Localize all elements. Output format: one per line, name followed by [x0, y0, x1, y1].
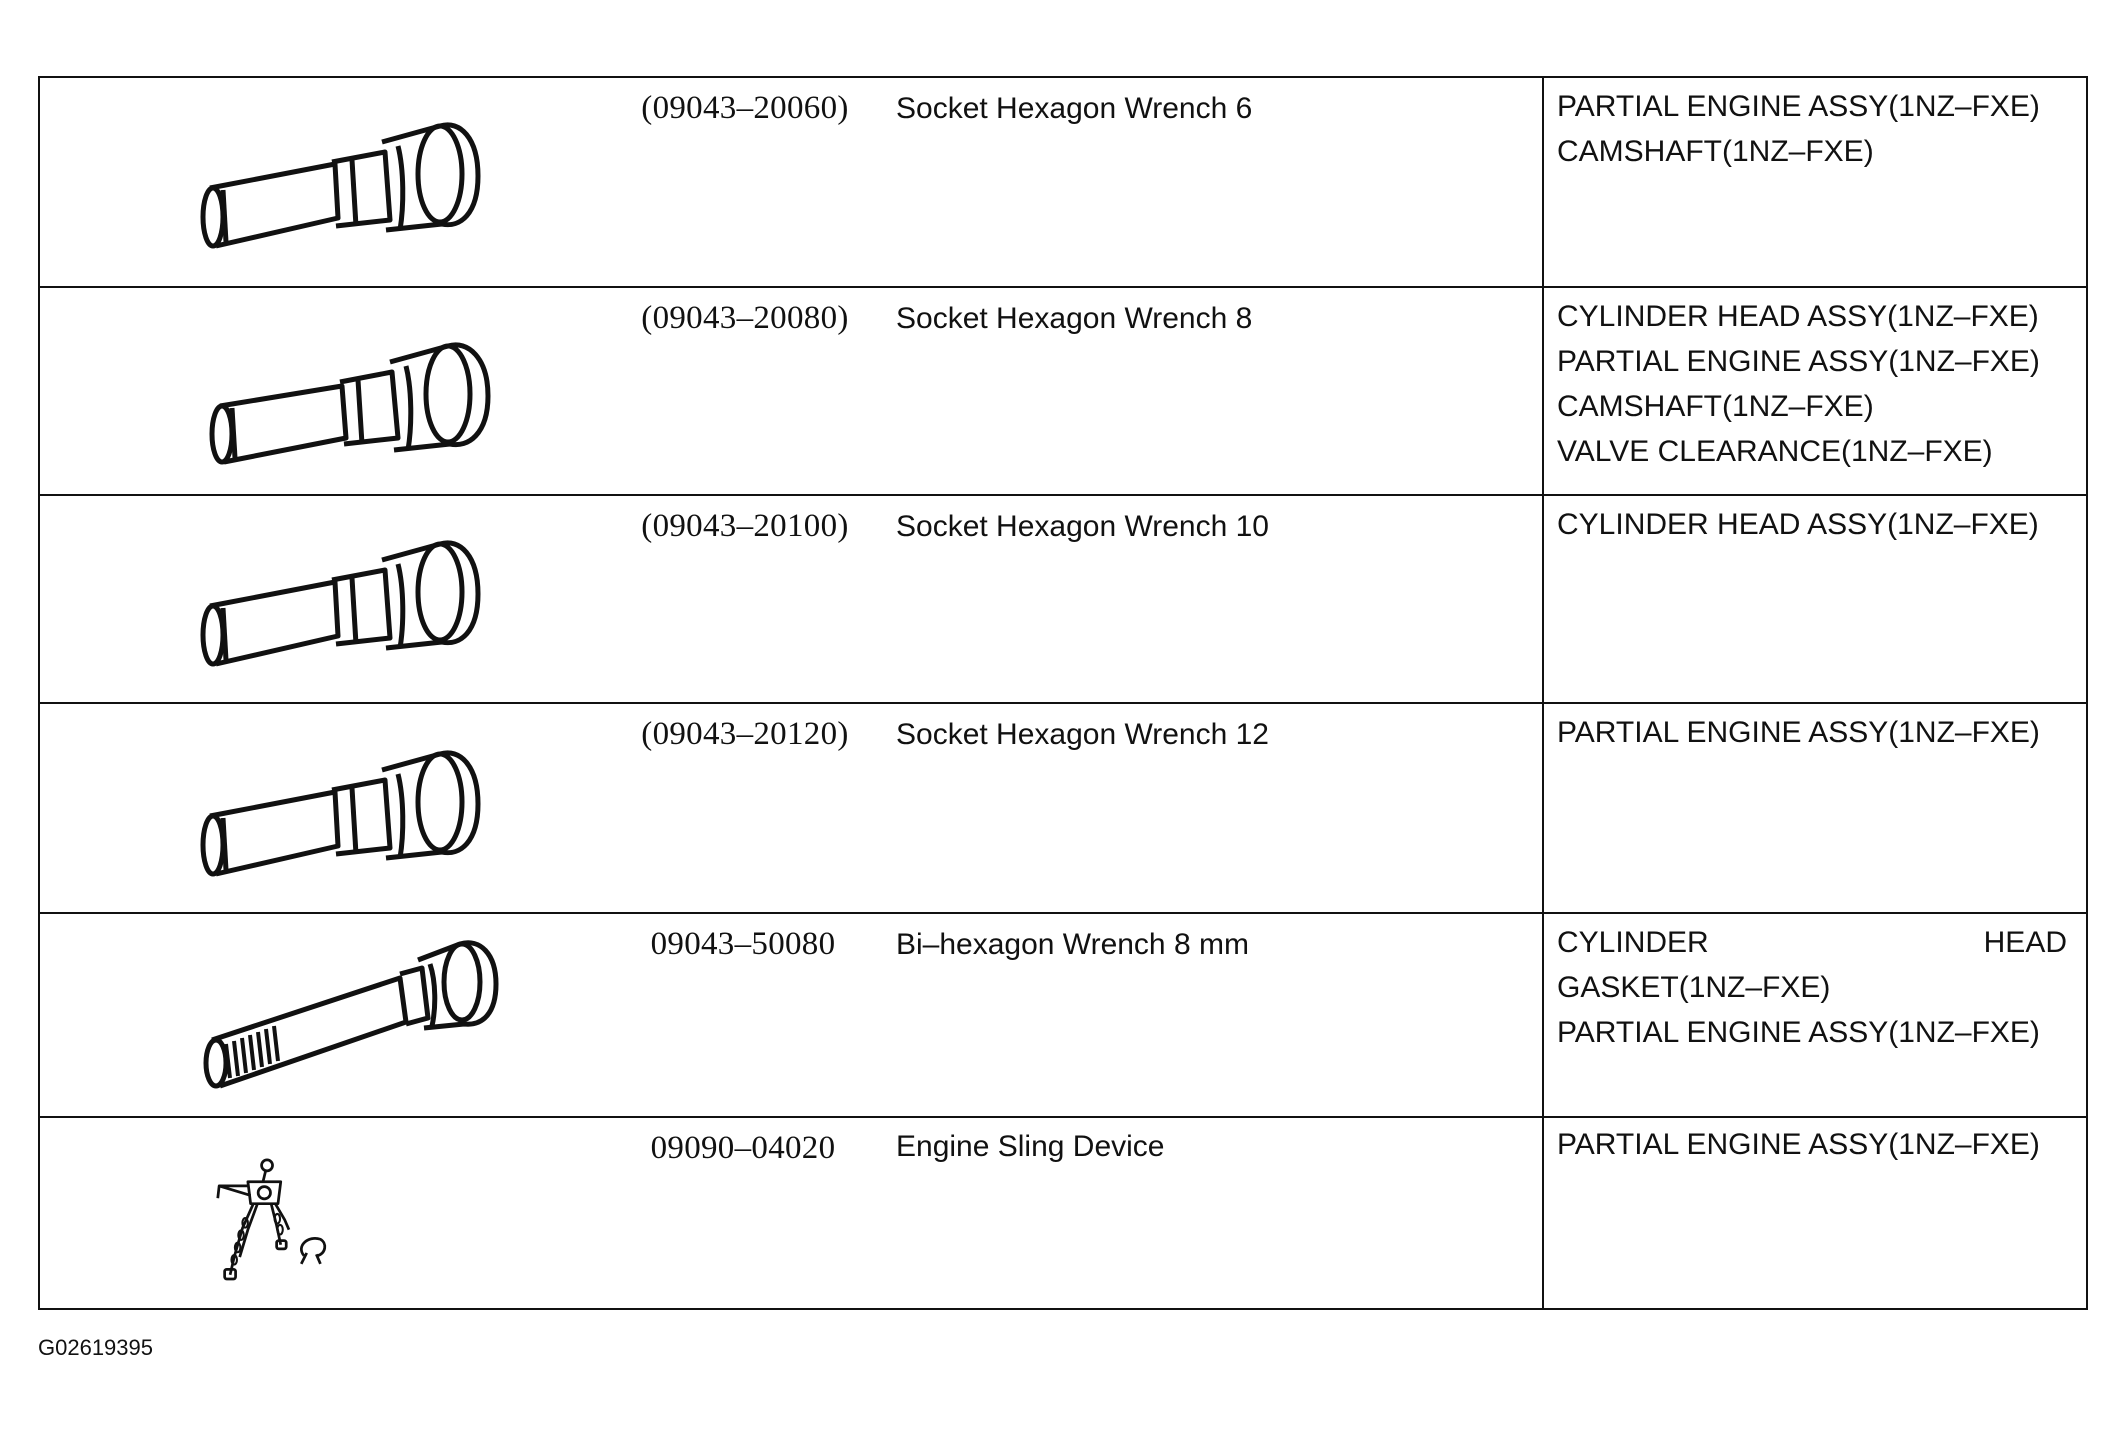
- part-number: (09043–20120): [641, 716, 849, 752]
- tool-name: Socket Hexagon Wrench 10: [896, 510, 1269, 543]
- tool-name: Engine Sling Device: [896, 1130, 1165, 1163]
- application-list: PARTIAL ENGINE ASSY(1NZ–FXE): [1557, 710, 2067, 755]
- application-list: PARTIAL ENGINE ASSY(1NZ–FXE) CAMSHAFT(1N…: [1557, 84, 2067, 174]
- application-list: CYLINDER HEAD GASKET(1NZ–FXE) PARTIAL EN…: [1557, 920, 2067, 1055]
- column-divider: [1542, 78, 1544, 286]
- part-number: 09090–04020: [650, 1130, 836, 1166]
- tool-name: Socket Hexagon Wrench 6: [896, 92, 1253, 125]
- part-number: (09043–20060): [641, 90, 849, 126]
- application-item: PARTIAL ENGINE ASSY(1NZ–FXE): [1557, 716, 2040, 749]
- application-item: PARTIAL ENGINE ASSY(1NZ–FXE): [1557, 345, 2040, 378]
- table-row: (09043–20100) Socket Hexagon Wrench 10 C…: [40, 494, 2086, 702]
- column-divider: [1542, 496, 1544, 702]
- application-item: CAMSHAFT(1NZ–FXE): [1557, 390, 1874, 423]
- application-list: CYLINDER HEAD ASSY(1NZ–FXE): [1557, 502, 2067, 547]
- table-row: (09043–20120) Socket Hexagon Wrench 12 P…: [40, 702, 2086, 912]
- column-divider: [1542, 288, 1544, 494]
- table-row: (09043–20080) Socket Hexagon Wrench 8 CY…: [40, 286, 2086, 494]
- application-item: PARTIAL ENGINE ASSY(1NZ–FXE): [1557, 90, 2040, 123]
- hex-socket-wrench-icon: [200, 750, 481, 877]
- table-row: 09043–50080 Bi–hexagon Wrench 8 mm CYLIN…: [40, 912, 2086, 1116]
- hex-socket-wrench-icon: [200, 540, 481, 667]
- hex-socket-wrench-icon: [200, 122, 481, 249]
- tool-name: Socket Hexagon Wrench 12: [896, 718, 1269, 751]
- application-item: GASKET(1NZ–FXE): [1557, 971, 1831, 1004]
- application-item: CYLINDER HEAD ASSY(1NZ–FXE): [1557, 300, 2039, 333]
- part-number: (09043–20080): [641, 300, 849, 336]
- table-row: (09043–20060) Socket Hexagon Wrench 6 PA…: [40, 78, 2086, 286]
- column-divider: [1542, 1118, 1544, 1308]
- part-number: 09043–50080: [650, 926, 836, 962]
- figure-code: G02619395: [38, 1335, 153, 1360]
- application-item: PARTIAL ENGINE ASSY(1NZ–FXE): [1557, 1128, 2040, 1161]
- bi-hexagon-wrench-icon: [203, 940, 499, 1089]
- column-divider: [1542, 914, 1544, 1116]
- application-list: CYLINDER HEAD ASSY(1NZ–FXE) PARTIAL ENGI…: [1557, 294, 2067, 474]
- table-row: 09090–04020 Engine Sling Device PARTIAL …: [40, 1116, 2086, 1308]
- tool-name: Socket Hexagon Wrench 8: [896, 302, 1253, 335]
- part-number: (09043–20100): [641, 508, 849, 544]
- application-item: PARTIAL ENGINE ASSY(1NZ–FXE): [1557, 1016, 2040, 1049]
- hex-socket-wrench-icon: [209, 342, 491, 465]
- special-service-tools-table: (09043–20060) Socket Hexagon Wrench 6 PA…: [38, 76, 2088, 1310]
- application-item: CYLINDER HEAD: [1557, 926, 2067, 959]
- application-item: CAMSHAFT(1NZ–FXE): [1557, 135, 1874, 168]
- column-divider: [1542, 704, 1544, 912]
- application-item: VALVE CLEARANCE(1NZ–FXE): [1557, 435, 1993, 468]
- application-list: PARTIAL ENGINE ASSY(1NZ–FXE): [1557, 1122, 2067, 1167]
- engine-sling-device-icon: [216, 1158, 327, 1281]
- tool-name: Bi–hexagon Wrench 8 mm: [896, 928, 1249, 961]
- application-item: CYLINDER HEAD ASSY(1NZ–FXE): [1557, 508, 2039, 541]
